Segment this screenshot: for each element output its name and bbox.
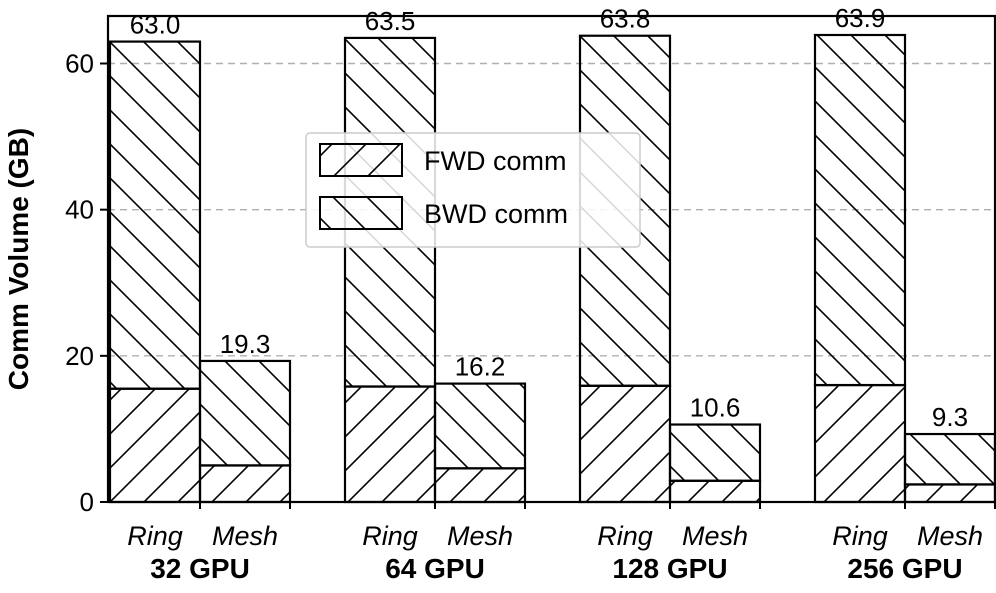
- bar-bwd-comm-64-gpu-mesh: [433, 382, 527, 470]
- bar-fwd-comm-256-gpu-ring: [813, 383, 907, 504]
- data-label-32-gpu-ring: 63.0: [130, 10, 181, 40]
- data-label-64-gpu-ring: 63.5: [365, 6, 416, 36]
- x-sublabel-32-gpu-mesh: Mesh: [212, 521, 278, 551]
- x-group-label-128-gpu: 128 GPU: [612, 553, 727, 584]
- x-sublabel-64-gpu-mesh: Mesh: [447, 521, 513, 551]
- x-sublabel-32-gpu-ring: Ring: [127, 521, 183, 551]
- bar-bwd-comm-256-gpu-mesh: [903, 432, 996, 486]
- bar-fwd-comm-32-gpu-ring: [108, 387, 202, 504]
- x-sublabel-256-gpu-mesh: Mesh: [917, 521, 983, 551]
- plot-border: [106, 14, 996, 504]
- x-sublabel-256-gpu-ring: Ring: [832, 521, 888, 551]
- x-sublabel-128-gpu-mesh: Mesh: [682, 521, 748, 551]
- data-label-256-gpu-mesh: 9.3: [932, 402, 968, 432]
- x-sublabel-128-gpu-ring: Ring: [597, 521, 653, 551]
- x-group-label-32-gpu: 32 GPU: [150, 553, 250, 584]
- bar-bwd-comm-32-gpu-ring: [108, 40, 202, 390]
- y-tick-label-40: 40: [65, 195, 94, 225]
- y-tick-label-20: 20: [65, 341, 94, 371]
- bar-bwd-comm-256-gpu-ring: [813, 33, 907, 387]
- legend-label-fwd-comm: FWD comm: [424, 146, 566, 176]
- bar-fwd-comm-64-gpu-mesh: [433, 467, 527, 504]
- data-label-256-gpu-ring: 63.9: [835, 3, 886, 33]
- y-tick-label-0: 0: [80, 487, 94, 517]
- data-labels: 63.0 19.3 63.5 16.2 63.8 10.6 63.9 9.3: [130, 3, 968, 432]
- legend-swatch-bwd-comm: [319, 196, 403, 230]
- bars: [108, 33, 996, 504]
- bar-fwd-comm-128-gpu-ring: [578, 384, 672, 504]
- legend-label-bwd-comm: BWD comm: [424, 199, 568, 229]
- plot-frame: [106, 14, 996, 504]
- y-tick-label-60: 60: [65, 49, 94, 79]
- bar-fwd-comm-256-gpu-mesh: [903, 483, 996, 504]
- grid-lines: [108, 62, 995, 357]
- x-group-label-64-gpu: 64 GPU: [385, 553, 485, 584]
- x-sublabel-64-gpu-ring: Ring: [362, 521, 418, 551]
- bar-fwd-comm-128-gpu-mesh: [668, 479, 762, 504]
- bar-bwd-comm-128-gpu-mesh: [668, 423, 762, 482]
- data-label-128-gpu-ring: 63.8: [600, 4, 651, 34]
- legend-swatch-fwd-comm: [319, 143, 403, 177]
- bar-fwd-comm-64-gpu-ring: [343, 385, 437, 504]
- data-label-64-gpu-mesh: 16.2: [455, 352, 506, 382]
- bar-fwd-comm-32-gpu-mesh: [198, 464, 292, 504]
- data-label-128-gpu-mesh: 10.6: [690, 393, 741, 423]
- bar-bwd-comm-32-gpu-mesh: [198, 359, 292, 467]
- y-axis-label: Comm Volume (GB): [3, 128, 34, 390]
- x-group-label-256-gpu: 256 GPU: [847, 553, 962, 584]
- data-label-32-gpu-mesh: 19.3: [220, 329, 271, 359]
